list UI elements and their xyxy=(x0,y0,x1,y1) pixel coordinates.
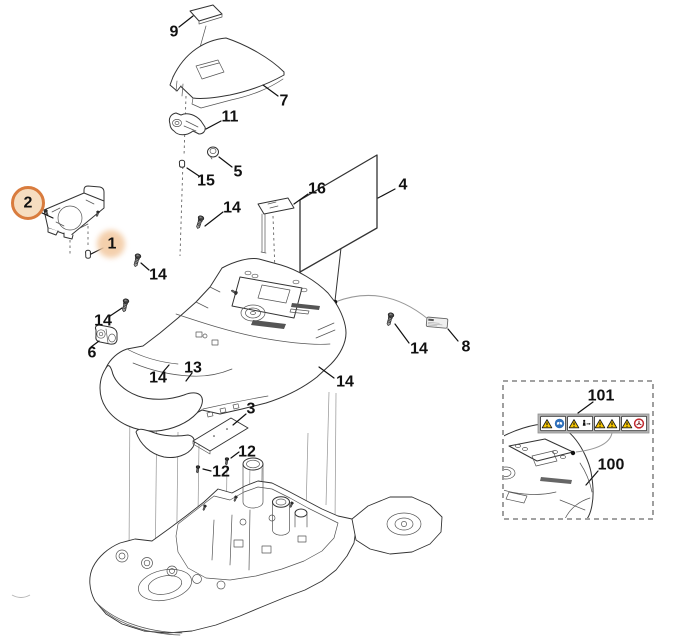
part-9-plate xyxy=(189,4,223,25)
callout-14-d[interactable]: 14 xyxy=(149,370,167,387)
callout-12-b[interactable]: 12 xyxy=(212,464,230,481)
highlight-soft xyxy=(97,230,125,258)
read-manual-icon xyxy=(554,418,565,429)
callout-labels: 9 7 11 5 15 16 4 2 1 14 14 14 6 14 13 14… xyxy=(11,24,625,481)
callout-16[interactable]: 16 xyxy=(308,181,326,198)
warning-label-101 xyxy=(537,413,650,434)
part-5-cap xyxy=(207,146,219,160)
callout-11[interactable]: 11 xyxy=(222,109,239,126)
callout-7[interactable]: 7 xyxy=(280,93,289,110)
keep-distance-icon xyxy=(582,419,591,426)
part-15-pin xyxy=(178,159,186,168)
inset-mower-100-drawing xyxy=(504,423,594,518)
part-4-panel xyxy=(299,154,378,273)
callout-2-highlighted[interactable]: 2 xyxy=(11,186,45,220)
part-1-grommet xyxy=(85,249,91,259)
callout-101[interactable]: 101 xyxy=(588,388,615,405)
leader-lines xyxy=(39,15,599,486)
part-3-plate xyxy=(192,417,249,455)
part-11-bracket xyxy=(168,112,206,136)
callout-13[interactable]: 13 xyxy=(184,360,202,377)
callout-1[interactable]: 1 xyxy=(108,236,117,253)
part-6-sensor xyxy=(94,324,118,345)
inset-box xyxy=(502,380,654,520)
callout-5[interactable]: 5 xyxy=(234,164,243,181)
rotating-blade-danger-icon xyxy=(633,418,645,429)
inset-border xyxy=(502,380,654,520)
chassis-drawing xyxy=(11,457,443,636)
callout-14-a[interactable]: 14 xyxy=(223,200,241,217)
part-8-sticker xyxy=(332,294,449,329)
callout-6[interactable]: 6 xyxy=(88,345,97,362)
callout-1-highlighted[interactable]: 1 xyxy=(97,230,125,258)
callout-12-a[interactable]: 12 xyxy=(238,444,256,461)
callout-4[interactable]: 4 xyxy=(399,177,408,194)
callout-14-e[interactable]: 14 xyxy=(336,374,354,391)
callout-100[interactable]: 100 xyxy=(598,457,625,474)
callout-2[interactable]: 2 xyxy=(24,195,33,212)
part-2-mount-plate xyxy=(43,185,105,240)
callout-9[interactable]: 9 xyxy=(170,24,179,41)
callout-15[interactable]: 15 xyxy=(197,173,215,190)
callout-14-c[interactable]: 14 xyxy=(94,313,112,330)
highlight-ring xyxy=(11,186,45,220)
callout-8[interactable]: 8 xyxy=(462,339,471,356)
callout-14-b[interactable]: 14 xyxy=(149,267,167,284)
part-7-hood xyxy=(169,37,285,109)
main-body-drawing xyxy=(99,258,347,458)
part-16-flag xyxy=(257,197,295,254)
callout-3[interactable]: 3 xyxy=(247,401,256,418)
callout-14-f[interactable]: 14 xyxy=(410,341,428,358)
